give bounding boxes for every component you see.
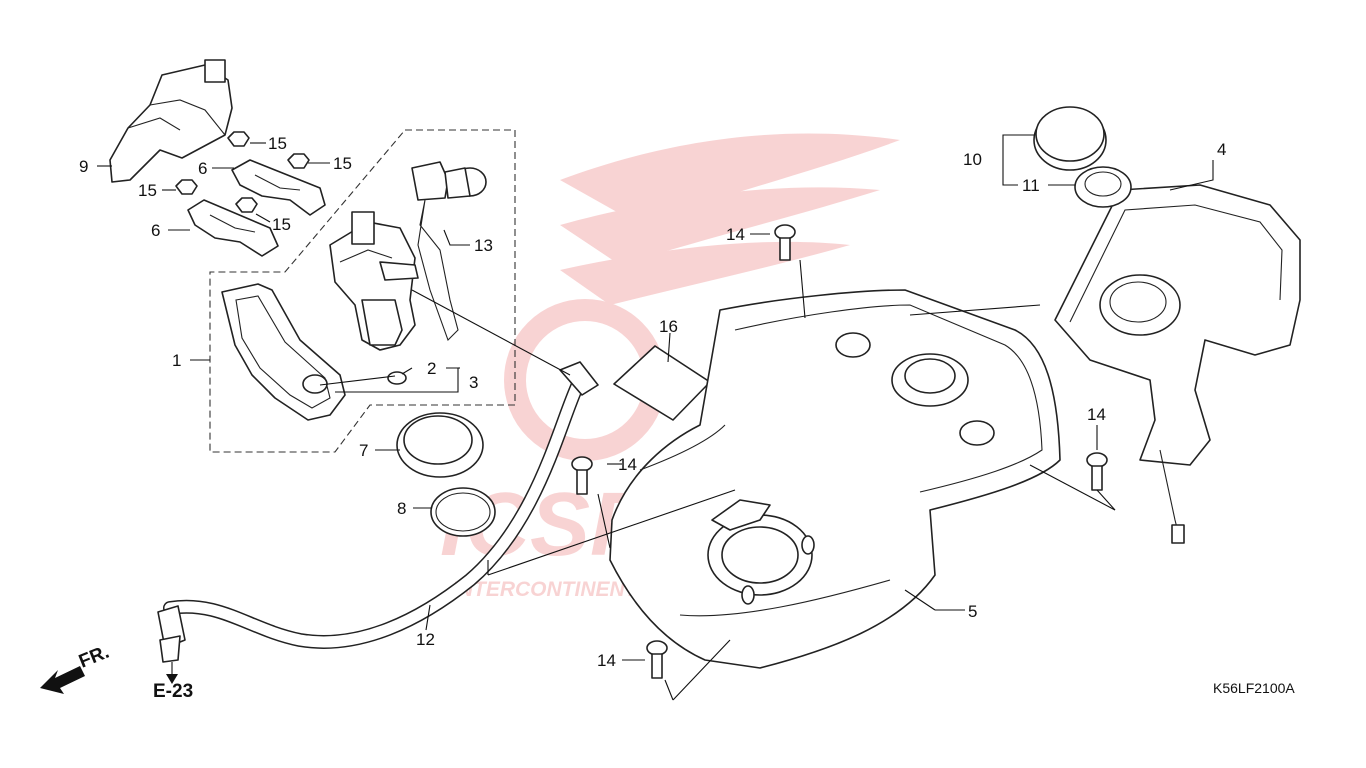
part-7-packing: [396, 412, 484, 478]
part-14-bolts: [571, 224, 1108, 679]
part-8-ring: [430, 487, 496, 537]
part-15-nuts: [175, 131, 310, 213]
callout-15b: 15: [333, 154, 352, 173]
callout-13: 13: [474, 236, 493, 255]
callout-16: 16: [659, 317, 678, 336]
part-13-sender: [411, 161, 487, 342]
part-6-plates: [187, 159, 326, 257]
callout-15c: 15: [138, 181, 157, 200]
callout-8: 8: [397, 499, 406, 518]
callout-14c: 14: [1087, 405, 1106, 424]
callout-12: 12: [416, 630, 435, 649]
part-12-hose: [157, 361, 599, 684]
callout-14a: 14: [726, 225, 745, 244]
leader-lines: [97, 134, 1214, 701]
part-4-tray: [1054, 184, 1301, 544]
front-arrow-icon: [40, 666, 85, 694]
part-1-filter: [221, 283, 346, 421]
part-9-cover: [109, 59, 233, 183]
callout-2: 2: [427, 359, 436, 378]
callout-5: 5: [968, 602, 977, 621]
callout-6b: 6: [151, 221, 160, 240]
direction-indicator: FR.: [40, 642, 112, 694]
callout-14b: 14: [618, 455, 637, 474]
callout-9: 9: [79, 157, 88, 176]
part-2-oring: [387, 371, 407, 385]
callout-4: 4: [1217, 140, 1226, 159]
reference-label: E-23: [153, 681, 193, 702]
callout-14d: 14: [597, 651, 616, 670]
callout-3: 3: [469, 373, 478, 392]
callout-6a: 6: [198, 159, 207, 178]
callout-labels: 1 2 3 4 5 6 6 7 8 9 10 11 12 13 14 14 14…: [79, 134, 1226, 670]
diagram-code: K56LF2100A: [1213, 680, 1295, 696]
part-16-label: [613, 345, 711, 421]
part-11-gasket: [1074, 166, 1132, 208]
callout-15d: 15: [272, 215, 291, 234]
callout-7: 7: [359, 441, 368, 460]
callout-11: 11: [1022, 176, 1040, 195]
part-10-cap: [1033, 106, 1107, 171]
fuel-pump: [329, 211, 419, 351]
callout-10: 10: [963, 150, 982, 169]
callout-1: 1: [172, 351, 181, 370]
part-5-tank: [609, 289, 1061, 669]
assembly-1-box: [209, 129, 516, 453]
direction-label: FR.: [76, 642, 112, 673]
callout-15a: 15: [268, 134, 287, 153]
